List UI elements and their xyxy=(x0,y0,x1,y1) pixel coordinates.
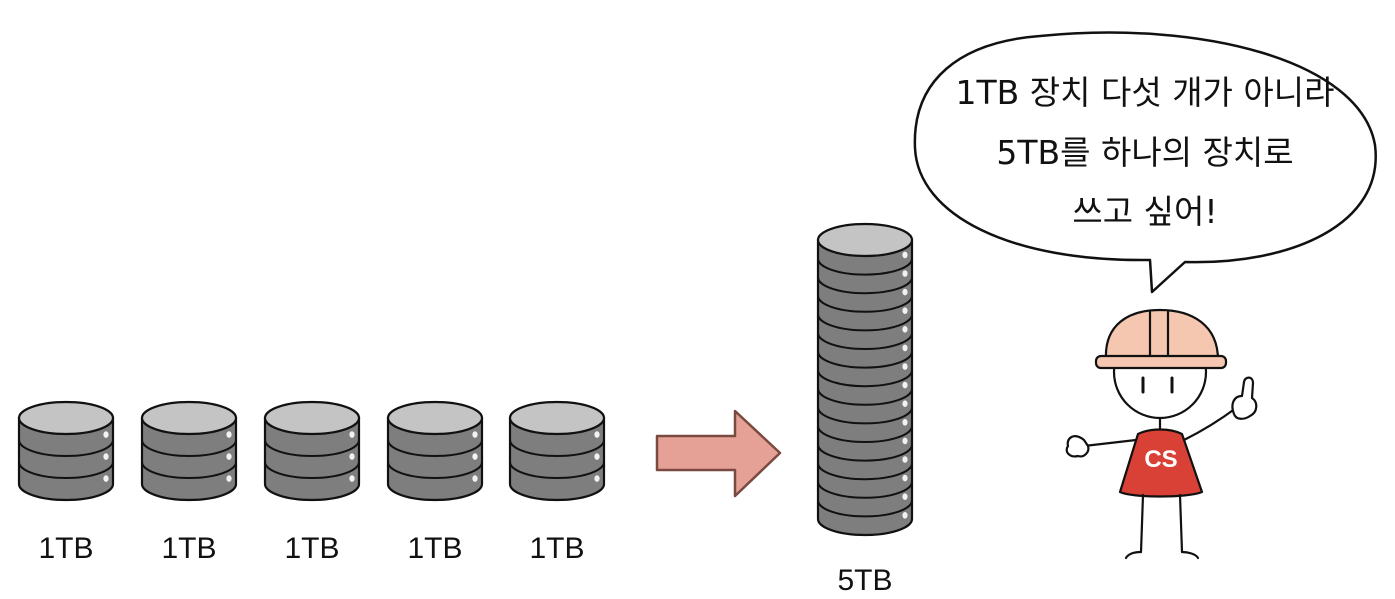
disk-led-icon xyxy=(902,437,908,445)
disk-led-icon xyxy=(902,363,908,370)
disk-led-icon xyxy=(902,456,908,463)
disk-led-icon xyxy=(226,453,232,460)
small-disk-label-5: 1TB xyxy=(529,532,584,565)
disk-led-icon xyxy=(349,475,355,482)
character-hand-left xyxy=(1065,435,1090,458)
small-disk-1 xyxy=(17,400,115,502)
disk-led-icon xyxy=(103,453,109,460)
disk-led-icon xyxy=(103,431,109,438)
bubble-line-2: 5TB를 하나의 장치로 xyxy=(996,133,1293,172)
disk-led-icon xyxy=(902,270,908,277)
small-disk-label-2: 1TB xyxy=(161,532,216,565)
helmet-icon xyxy=(1094,308,1228,370)
shirt-badge: CS xyxy=(1144,446,1177,473)
disk-led-icon xyxy=(902,419,908,426)
disk-led-icon xyxy=(902,381,908,389)
small-disk-2 xyxy=(140,400,238,502)
disk-led-icon xyxy=(902,400,908,408)
big-disk-label: 5TB xyxy=(837,564,892,597)
character-leg-left xyxy=(1139,493,1145,554)
disk-led-icon xyxy=(472,475,478,482)
small-disk-3 xyxy=(263,400,361,502)
disk-led-icon xyxy=(594,431,600,438)
small-disk-label-3: 1TB xyxy=(284,532,339,565)
character-arm-left xyxy=(1082,438,1138,448)
disk-led-icon xyxy=(103,475,109,482)
arrow-icon xyxy=(655,409,782,498)
small-disk-label-4: 1TB xyxy=(407,532,462,565)
disk-led-icon xyxy=(349,431,355,438)
disk-led-icon xyxy=(349,453,355,460)
disk-led-icon xyxy=(902,344,908,352)
disk-led-icon xyxy=(594,453,600,460)
character-shirt xyxy=(1118,428,1204,498)
small-disk-5 xyxy=(508,400,606,502)
speech-bubble: 1TB 장치 다섯 개가 아니라 5TB를 하나의 장치로 쓰고 싶어! xyxy=(913,31,1377,294)
small-disk-label-1: 1TB xyxy=(38,532,93,565)
disk-led-icon xyxy=(902,307,908,315)
disk-led-icon xyxy=(226,475,232,482)
big-disk-stack: 5TB xyxy=(816,222,914,597)
disk-led-icon xyxy=(472,453,478,460)
disk-led-icon xyxy=(902,251,908,259)
bubble-line-1: 1TB 장치 다섯 개가 아니라 xyxy=(956,73,1335,112)
disk-led-icon xyxy=(472,431,478,438)
disk-led-icon xyxy=(902,474,908,482)
character: CS xyxy=(1065,308,1258,560)
disk-led-icon xyxy=(902,493,908,501)
pointing-hand-icon xyxy=(1231,376,1258,420)
big-disk xyxy=(816,222,914,537)
small-disk-group: 1TB 1TB 1TB 1TB 1TB xyxy=(17,400,606,565)
disk-led-icon xyxy=(902,326,908,333)
character-arm-right xyxy=(1182,406,1238,442)
small-disk-4 xyxy=(386,400,484,502)
disk-led-icon xyxy=(226,431,232,438)
disk-led-icon xyxy=(594,475,600,482)
disk-led-icon xyxy=(902,288,908,296)
bubble-line-3: 쓰고 싶어! xyxy=(1072,192,1217,231)
disk-led-icon xyxy=(902,512,908,519)
character-leg-right xyxy=(1178,493,1184,554)
